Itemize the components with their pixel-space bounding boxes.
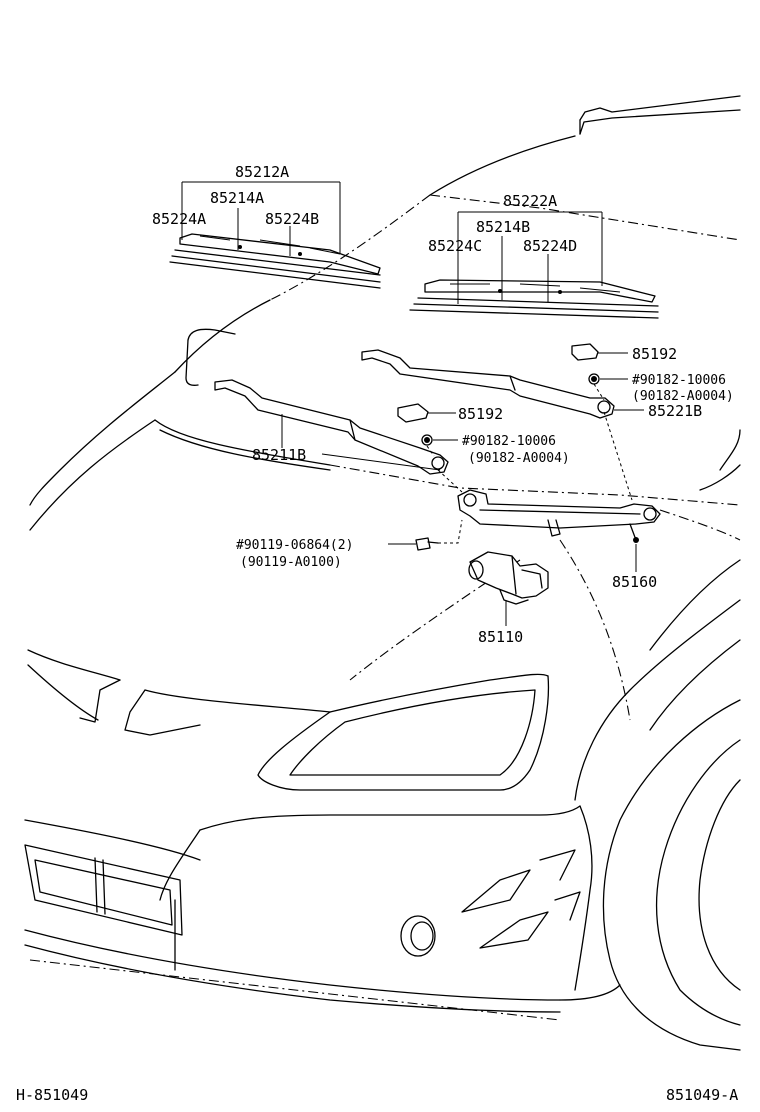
pivot-cap-upper xyxy=(571,343,599,361)
installation-lines xyxy=(426,383,633,544)
label-85192-lower: 85192 xyxy=(458,405,503,423)
bolt xyxy=(415,537,439,551)
footer: H-851049 851049-A xyxy=(16,1086,738,1104)
part-labels: 85212A 85214A 85224A 85224B 85222A 85214… xyxy=(152,163,734,646)
label-85221B: 85221B xyxy=(648,402,702,420)
footer-right-code: 851049-A xyxy=(666,1086,738,1104)
label-nut-upper: #90182-10006 xyxy=(632,373,726,388)
label-nut-lower-alt: (90182-A0004) xyxy=(468,451,570,466)
label-85192-upper: 85192 xyxy=(632,345,677,363)
label-85224C: 85224C xyxy=(428,237,482,255)
label-85222A: 85222A xyxy=(503,192,557,210)
label-nut-upper-alt: (90182-A0004) xyxy=(632,389,734,404)
leader-lines xyxy=(181,181,644,626)
label-nut-lower: #90182-10006 xyxy=(462,434,556,449)
car-body-outline xyxy=(24,95,741,1051)
label-85211B: 85211B xyxy=(252,446,306,464)
label-85224B: 85224B xyxy=(265,210,319,228)
pivot-cap-lower xyxy=(397,403,429,423)
label-85110: 85110 xyxy=(478,628,523,646)
footer-left-code: H-851049 xyxy=(16,1086,88,1104)
wiper-arm-left xyxy=(214,379,449,475)
wiper-blade-right xyxy=(409,279,659,319)
nut-lower xyxy=(421,434,433,446)
label-85224D: 85224D xyxy=(523,237,577,255)
wiper-linkage xyxy=(457,489,661,543)
nut-upper xyxy=(588,373,600,385)
wiper-motor xyxy=(468,551,549,605)
label-85214B: 85214B xyxy=(476,218,530,236)
label-bolt-alt: (90119-A0100) xyxy=(240,555,342,570)
label-85214A: 85214A xyxy=(210,189,264,207)
label-85224A: 85224A xyxy=(152,210,206,228)
label-85160: 85160 xyxy=(612,573,657,591)
label-85212A: 85212A xyxy=(235,163,289,181)
wiper-blade-left xyxy=(169,233,381,289)
label-bolt: #90119-06864(2) xyxy=(236,538,353,553)
